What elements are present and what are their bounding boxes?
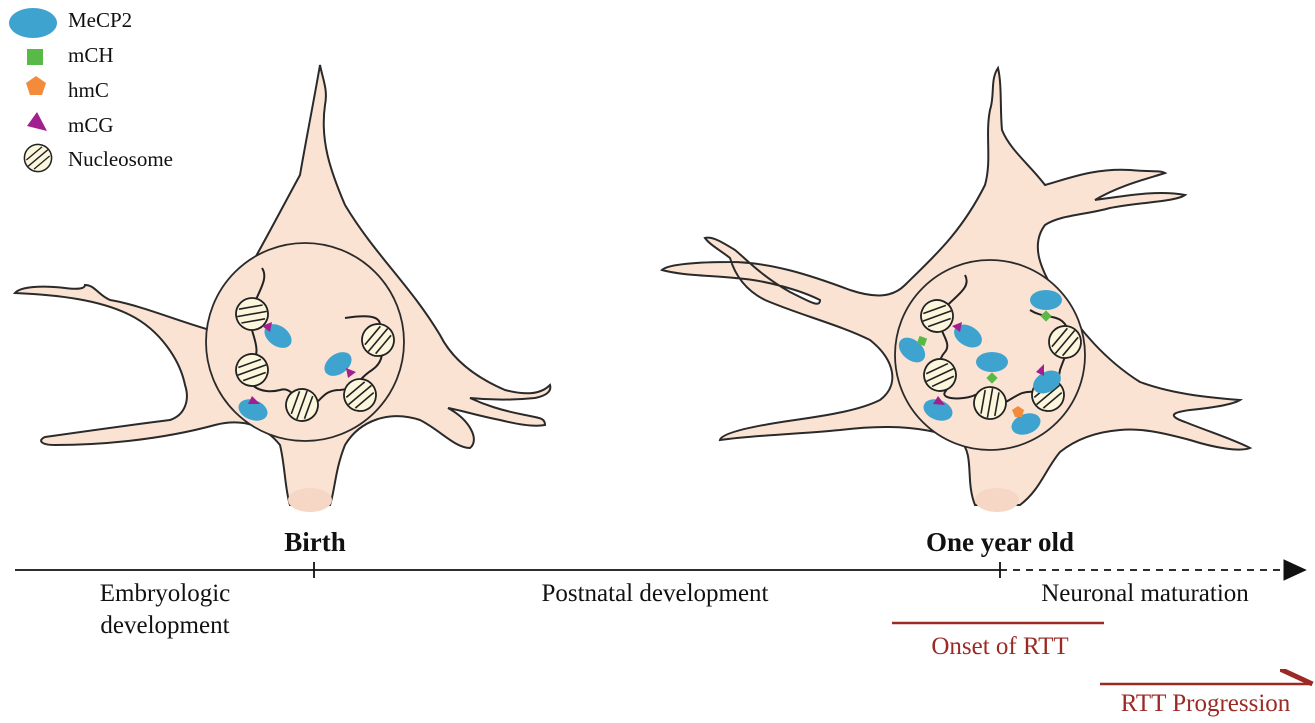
purple-triangle-icon (27, 112, 47, 131)
legend-label-mch: mCH (68, 43, 114, 68)
embryologic-line-1: Embryologic (60, 578, 270, 610)
birth-label: Birth (255, 527, 375, 558)
maturation-period: Neuronal maturation (1005, 578, 1285, 610)
mecp2-protein (976, 352, 1008, 372)
orange-pentagon-icon (26, 76, 46, 95)
legend-label-hmc: hmC (68, 78, 109, 103)
axon-hillock-birth (288, 488, 332, 512)
legend-label-mcg: mCG (68, 113, 114, 138)
postnatal-period: Postnatal development (480, 578, 830, 610)
green-square-icon (27, 49, 43, 65)
mecp2-protein (1030, 290, 1062, 310)
striped-circle-icon (19, 139, 57, 177)
embryologic-line-2: development (60, 610, 270, 642)
one-year-label: One year old (895, 527, 1105, 558)
axon-hillock-one-year (975, 488, 1019, 512)
legend-label-nucleosome: Nucleosome (68, 147, 173, 172)
neuron-one-year (662, 68, 1250, 512)
onset-rtt-label: Onset of RTT (910, 633, 1090, 661)
rtt-progression-label: RTT Progression (1098, 690, 1313, 718)
embryologic-period: Embryologic development (60, 578, 270, 642)
legend (9, 8, 57, 177)
legend-label-mecp2: MeCP2 (68, 8, 132, 33)
mecp2-ellipse-icon (9, 8, 57, 38)
